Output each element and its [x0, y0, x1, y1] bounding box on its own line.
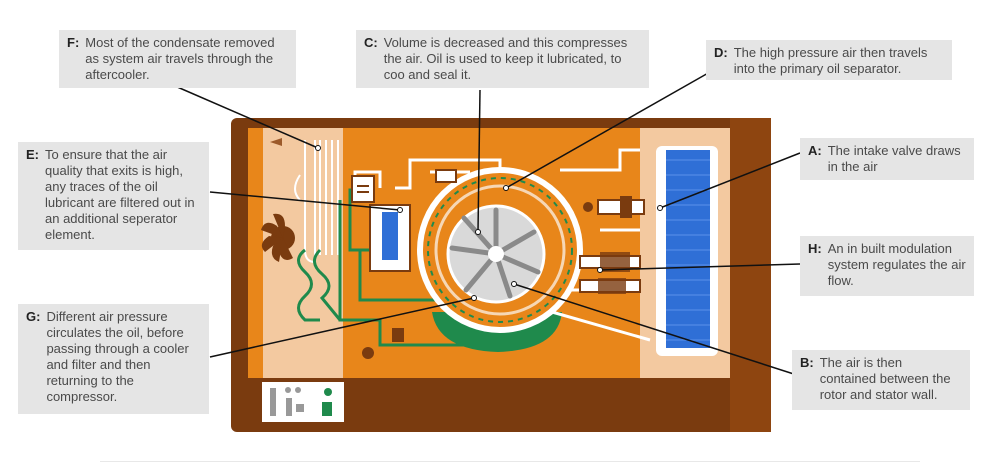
callout-c-text: Volume is decreased and this compresses …	[383, 35, 628, 82]
callout-f-text: Most of the condensate removed as system…	[85, 35, 275, 82]
callout-g-letter: G:	[26, 309, 41, 324]
callout-h: H: An in built modulation system regulat…	[800, 236, 974, 296]
oil-cooler-valve	[392, 328, 404, 342]
callout-d: D: The high pressure air then travels in…	[706, 40, 952, 80]
callout-f-letter: F:	[67, 35, 80, 50]
aftercooler-arrow-icon	[270, 138, 282, 146]
callout-g-text: Different air pressure circulates the oi…	[46, 309, 189, 404]
callout-b-text: The air is then contained between the ro…	[819, 355, 951, 402]
leader-lines	[174, 71, 801, 377]
callout-a-letter: A:	[808, 143, 822, 158]
intake-valve	[583, 196, 645, 218]
callout-c-letter: C:	[364, 35, 378, 50]
separator-element-blue	[382, 212, 398, 260]
air-filter-icon	[666, 150, 710, 348]
callout-b-letter: B:	[800, 355, 814, 370]
callout-e-text: To ensure that the air quality that exit…	[45, 147, 195, 242]
callout-h-text: An in built modulation system regulates …	[827, 241, 966, 288]
fan-icon	[261, 213, 295, 262]
callout-c: C: Volume is decreased and this compress…	[356, 30, 649, 88]
leader-dots	[315, 145, 663, 301]
callout-b: B: The air is then contained between the…	[792, 350, 970, 410]
separator-cap	[351, 175, 375, 203]
callout-h-letter: H:	[808, 241, 822, 256]
callout-g: G: Different air pressure circulates the…	[18, 304, 209, 414]
callout-d-text: The high pressure air then travels into …	[733, 45, 928, 76]
callout-d-letter: D:	[714, 45, 728, 60]
rotor-hub	[488, 246, 504, 262]
modulation-valve	[579, 252, 641, 294]
oil-filter	[362, 347, 374, 359]
callout-a-text: The intake valve draws in the air	[827, 143, 961, 174]
callout-e: E: To ensure that the air quality that e…	[18, 142, 209, 250]
cabinet-right-strip	[730, 118, 771, 432]
flow-dashes	[427, 177, 573, 323]
callout-f: F: Most of the condensate removed as sys…	[59, 30, 296, 88]
control-panel-icon	[262, 382, 344, 422]
air-filter-ribs	[666, 159, 710, 341]
bottom-divider	[100, 461, 920, 462]
check-valve	[435, 169, 457, 183]
callout-e-letter: E:	[26, 147, 39, 162]
callout-a: A: The intake valve draws in the air	[800, 138, 974, 180]
